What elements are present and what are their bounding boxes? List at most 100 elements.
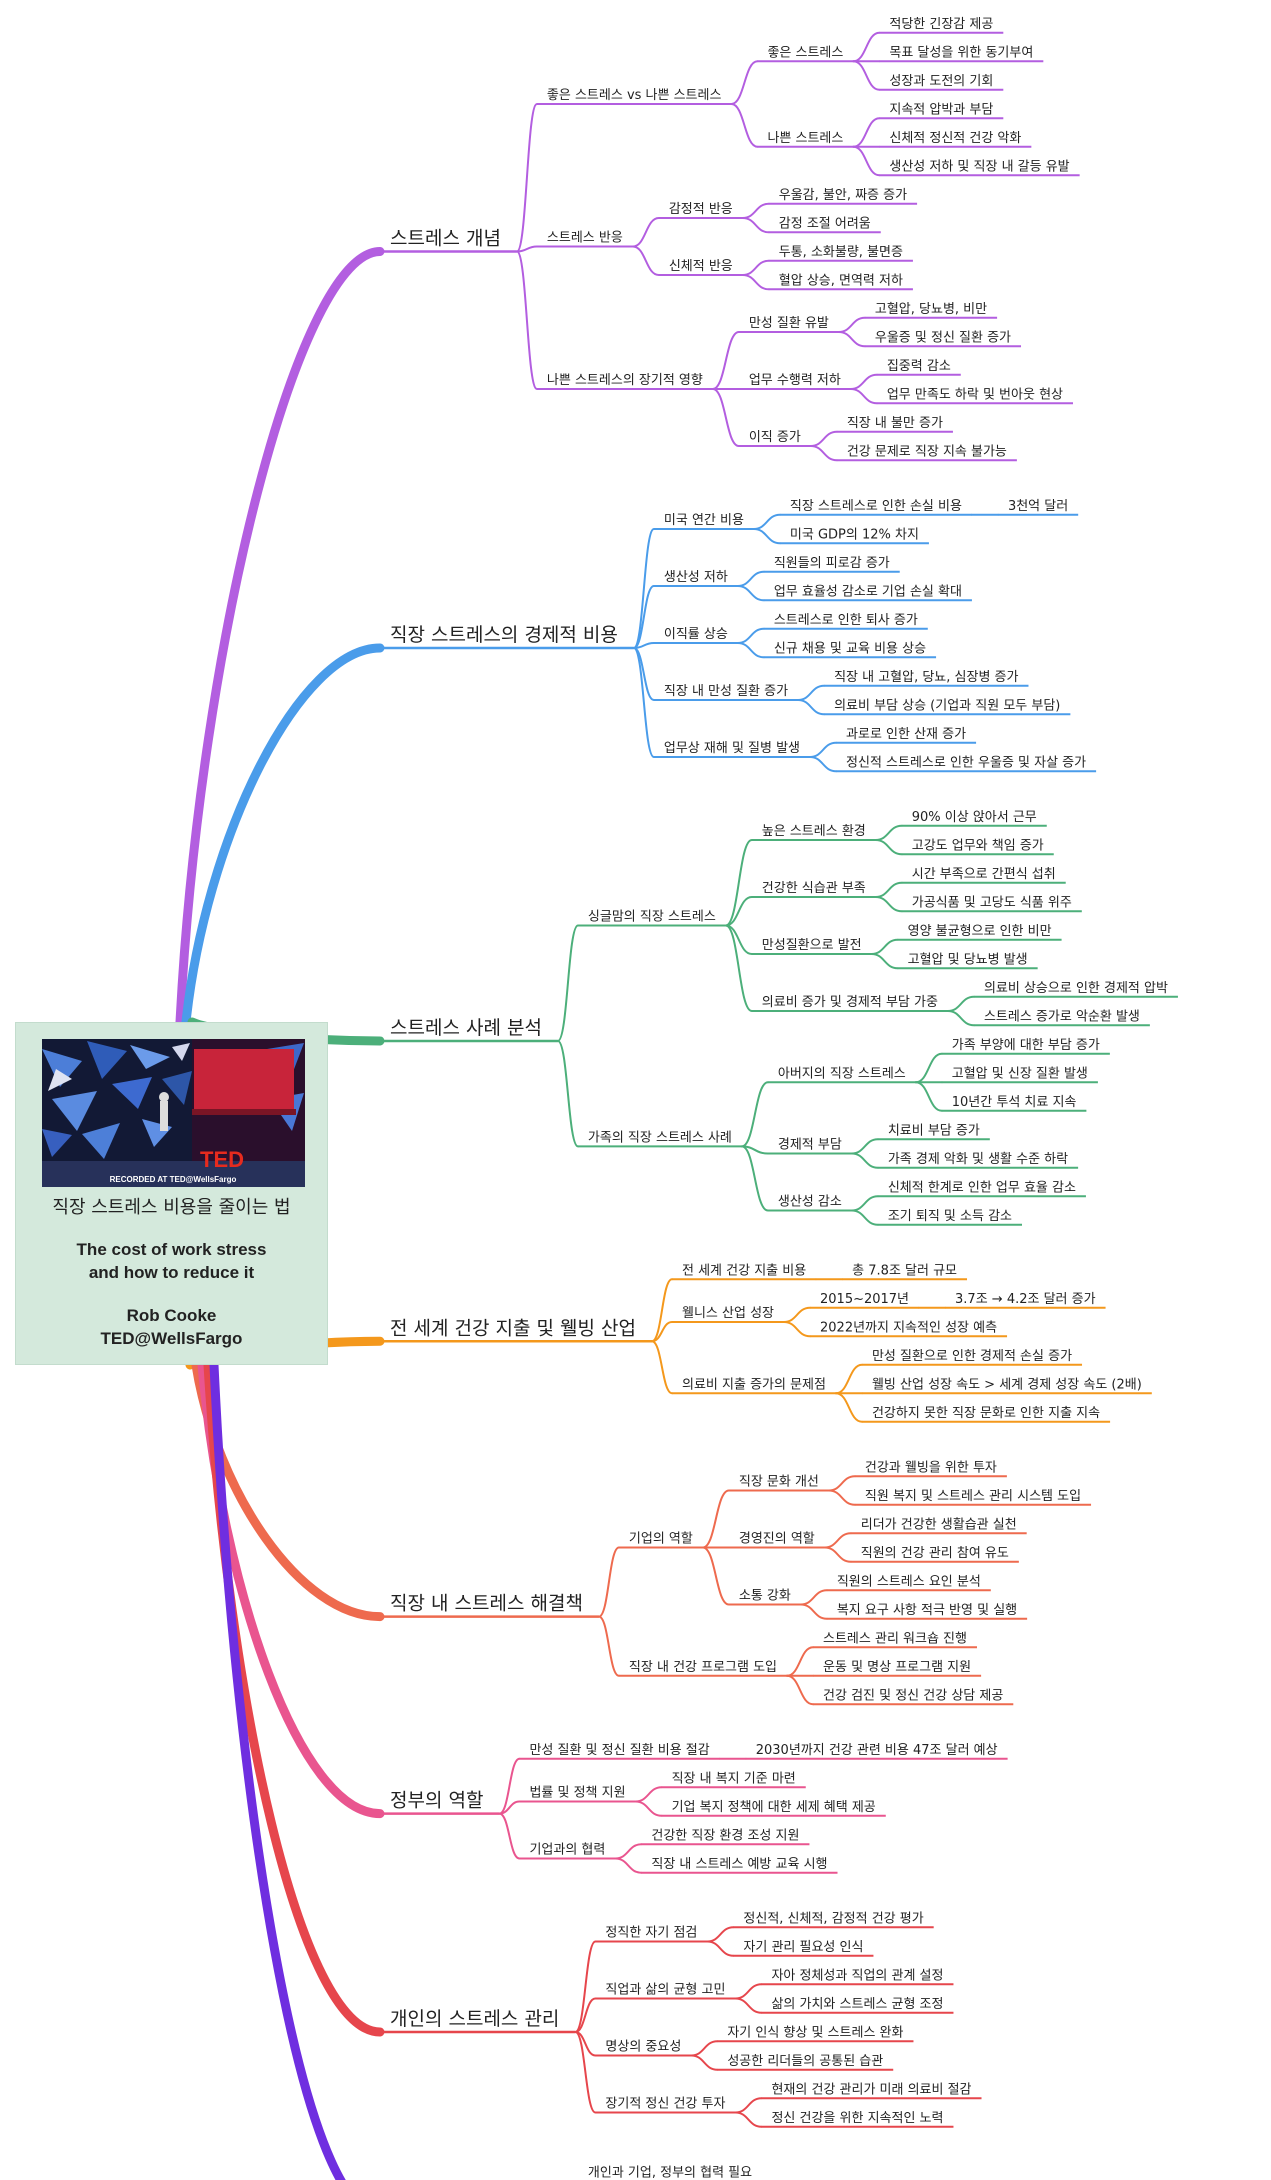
topic-label[interactable]: 건강한 식습관 부족 bbox=[762, 881, 866, 896]
topic-label[interactable]: 현재의 건강 관리가 미래 의료비 절감 bbox=[771, 2082, 971, 2097]
topic-label[interactable]: 신규 채용 및 교육 비용 상승 bbox=[774, 641, 926, 656]
topic-label[interactable]: 생산성 저하 bbox=[664, 570, 728, 585]
topic-label[interactable]: 스트레스 반응 bbox=[547, 231, 623, 246]
topic-label[interactable]: 아버지의 직장 스트레스 bbox=[778, 1066, 906, 1081]
topic-label[interactable]: 만성질환으로 발전 bbox=[762, 938, 862, 953]
topic-label[interactable]: 우울증 및 정신 질환 증가 bbox=[875, 330, 1011, 345]
topic-label[interactable]: 생산성 저하 및 직장 내 갈등 유발 bbox=[889, 159, 1069, 174]
topic-label[interactable]: 두통, 소화불량, 불면증 bbox=[779, 245, 903, 260]
topic-label[interactable]: 우울감, 불안, 짜증 증가 bbox=[779, 188, 907, 203]
topic-label[interactable]: 자기 인식 향상 및 스트레스 완화 bbox=[727, 2025, 903, 2040]
topic-label[interactable]: 전 세계 건강 지출 비용 bbox=[682, 1263, 806, 1278]
topic-label[interactable]: 기업의 역할 bbox=[629, 1532, 693, 1547]
topic-label[interactable]: 2022년까지 지속적인 성장 예측 bbox=[820, 1320, 997, 1335]
topic-label[interactable]: 고혈압 및 신장 질환 발생 bbox=[952, 1066, 1088, 1081]
topic-label[interactable]: 복지 요구 사항 적극 반영 및 실행 bbox=[837, 1602, 1017, 1618]
topic-label[interactable]: 정신적 스트레스로 인한 우울증 및 자살 증가 bbox=[846, 755, 1086, 770]
topic-label[interactable]: 만성 질환으로 인한 경제적 손실 증가 bbox=[872, 1349, 1072, 1364]
topic-label[interactable]: 기업과의 협력 bbox=[529, 1843, 605, 1858]
topic-label[interactable]: 직원의 건강 관리 참여 유도 bbox=[861, 1546, 1009, 1561]
topic-label[interactable]: 직장 내 만성 질환 증가 bbox=[664, 684, 788, 699]
topic-label[interactable]: 건강하지 못한 직장 문화로 인한 지출 지속 bbox=[872, 1406, 1100, 1421]
topic-label[interactable]: 2030년까지 건강 관련 비용 47조 달러 예상 bbox=[756, 1743, 998, 1758]
topic-label[interactable]: 리더가 건강한 생활습관 실천 bbox=[861, 1517, 1017, 1532]
topic-label[interactable]: 자아 정체성과 직업의 관계 설정 bbox=[771, 1968, 943, 1983]
topic-label[interactable]: 개인과 기업, 정부의 협력 필요 bbox=[588, 2165, 752, 2180]
topic-label[interactable]: 좋은 스트레스 vs 나쁜 스트레스 bbox=[547, 88, 722, 103]
topic-label[interactable]: 정직한 자기 점검 bbox=[605, 1926, 697, 1941]
topic-label[interactable]: 2015~2017년 bbox=[820, 1292, 909, 1307]
topic-label[interactable]: 의료비 부담 상승 (기업과 직원 모두 부담) bbox=[834, 698, 1060, 713]
topic-label[interactable]: 이직률 상승 bbox=[664, 627, 728, 642]
topic-label[interactable]: 법률 및 정책 지원 bbox=[529, 1786, 625, 1801]
topic-label[interactable]: 직원들의 피로감 증가 bbox=[774, 556, 890, 571]
topic-label[interactable]: 기업 복지 정책에 대한 세제 혜택 제공 bbox=[672, 1800, 876, 1815]
topic-label[interactable]: 3천억 달러 bbox=[1008, 499, 1068, 514]
topic-label[interactable]: 스트레스로 인한 퇴사 증가 bbox=[774, 613, 918, 628]
topic-label[interactable]: 시간 부족으로 간편식 섭취 bbox=[912, 867, 1056, 882]
topic-label[interactable]: 만성 질환 유발 bbox=[749, 316, 829, 331]
topic-label[interactable]: 싱글맘의 직장 스트레스 bbox=[588, 910, 716, 925]
topic-label[interactable]: 신체적 정신적 건강 악화 bbox=[889, 131, 1021, 146]
topic-label[interactable]: 나쁜 스트레스의 장기적 영향 bbox=[547, 373, 703, 388]
topic-label[interactable]: 지속적 압박과 부담 bbox=[889, 102, 993, 117]
topic-label[interactable]: 운동 및 명상 프로그램 지원 bbox=[823, 1660, 971, 1675]
topic-label[interactable]: 경영진의 역할 bbox=[739, 1532, 815, 1547]
topic-label[interactable]: 삶의 가치와 스트레스 균형 조정 bbox=[771, 1997, 943, 2012]
topic-label[interactable]: 고혈압, 당뇨병, 비만 bbox=[875, 302, 987, 317]
topic-label[interactable]: 스트레스 관리 워크숍 진행 bbox=[823, 1630, 967, 1646]
topic-label[interactable]: 직원 복지 및 스트레스 관리 시스템 도입 bbox=[865, 1489, 1081, 1504]
topic-label[interactable]: 업무 만족도 하락 및 번아웃 현상 bbox=[887, 387, 1063, 402]
topic-label[interactable]: 영양 불균형으로 인한 비만 bbox=[908, 924, 1052, 939]
topic-label[interactable]: 고혈압 및 당뇨병 발생 bbox=[908, 952, 1028, 967]
topic-label[interactable]: 미국 연간 비용 bbox=[664, 513, 744, 528]
topic-label[interactable]: 적당한 긴장감 제공 bbox=[889, 17, 993, 32]
topic-label[interactable]: 업무상 재해 및 질병 발생 bbox=[664, 741, 800, 756]
topic-label[interactable]: 건강과 웰빙을 위한 투자 bbox=[865, 1460, 997, 1475]
topic-label[interactable]: 웰니스 산업 성장 bbox=[682, 1306, 774, 1321]
main-branch-label[interactable]: 직장 스트레스의 경제적 비용 bbox=[390, 624, 618, 646]
topic-label[interactable]: 높은 스트레스 환경 bbox=[762, 824, 866, 839]
main-branch-label[interactable]: 직장 내 스트레스 해결책 bbox=[390, 1593, 583, 1615]
topic-label[interactable]: 만성 질환 및 정신 질환 비용 절감 bbox=[529, 1743, 709, 1758]
topic-label[interactable]: 집중력 감소 bbox=[887, 359, 951, 374]
topic-label[interactable]: 웰빙 산업 성장 속도 > 세계 경제 성장 속도 (2배) bbox=[872, 1377, 1142, 1392]
topic-label[interactable]: 직업과 삶의 균형 고민 bbox=[605, 1983, 725, 1998]
topic-label[interactable]: 총 7.8조 달러 규모 bbox=[852, 1263, 957, 1278]
topic-label[interactable]: 명상의 중요성 bbox=[605, 2040, 681, 2055]
topic-label[interactable]: 이직 증가 bbox=[749, 430, 801, 445]
topic-label[interactable]: 의료비 상승으로 인한 경제적 압박 bbox=[984, 981, 1168, 996]
topic-label[interactable]: 가족 부양에 대한 부담 증가 bbox=[952, 1038, 1100, 1053]
topic-label[interactable]: 신체적 반응 bbox=[669, 259, 733, 274]
topic-label[interactable]: 스트레스 증가로 악순환 발생 bbox=[984, 1009, 1140, 1024]
topic-label[interactable]: 혈압 상승, 면역력 저하 bbox=[779, 273, 903, 288]
topic-label[interactable]: 업무 수행력 저하 bbox=[749, 372, 841, 388]
topic-label[interactable]: 장기적 정신 건강 투자 bbox=[605, 2097, 725, 2112]
main-branch-label[interactable]: 정부의 역할 bbox=[390, 1790, 483, 1812]
topic-label[interactable]: 직장 내 스트레스 예방 교육 시행 bbox=[651, 1856, 827, 1872]
topic-label[interactable]: 건강 검진 및 정신 건강 상담 제공 bbox=[823, 1688, 1003, 1703]
topic-label[interactable]: 신체적 한계로 인한 업무 효율 감소 bbox=[888, 1180, 1076, 1195]
topic-label[interactable]: 직장 내 고혈압, 당뇨, 심장병 증가 bbox=[834, 670, 1018, 685]
topic-label[interactable]: 90% 이상 앉아서 근무 bbox=[912, 810, 1037, 825]
topic-label[interactable]: 소통 강화 bbox=[739, 1589, 791, 1604]
topic-label[interactable]: 직원의 스트레스 요인 분석 bbox=[837, 1574, 981, 1589]
topic-label[interactable]: 정신적, 신체적, 감정적 건강 평가 bbox=[743, 1911, 923, 1926]
topic-label[interactable]: 감정 조절 어려움 bbox=[779, 216, 871, 231]
central-topic[interactable]: TED RECORDED AT TED@WellsFargo 직장 스트레스 비… bbox=[15, 1022, 328, 1365]
topic-label[interactable]: 경제적 부담 bbox=[778, 1138, 842, 1153]
topic-label[interactable]: 직장 스트레스로 인한 손실 비용 bbox=[790, 499, 962, 514]
topic-label[interactable]: 의료비 증가 및 경제적 부담 가중 bbox=[762, 995, 938, 1010]
topic-label[interactable]: 직장 내 복지 기준 마련 bbox=[672, 1771, 796, 1786]
topic-label[interactable]: 좋은 스트레스 bbox=[767, 45, 843, 60]
topic-label[interactable]: 가족 경제 악화 및 생활 수준 하락 bbox=[888, 1152, 1068, 1167]
topic-label[interactable]: 조기 퇴직 및 소득 감소 bbox=[888, 1209, 1012, 1224]
topic-label[interactable]: 자기 관리 필요성 인식 bbox=[743, 1940, 863, 1955]
topic-label[interactable]: 감정적 반응 bbox=[669, 202, 733, 217]
topic-label[interactable]: 미국 GDP의 12% 차지 bbox=[790, 527, 919, 542]
topic-label[interactable]: 가공식품 및 고당도 식품 위주 bbox=[912, 895, 1072, 910]
topic-label[interactable]: 10년간 투석 치료 지속 bbox=[952, 1095, 1077, 1110]
topic-label[interactable]: 업무 효율성 감소로 기업 손실 확대 bbox=[774, 584, 962, 599]
topic-label[interactable]: 성공한 리더들의 공통된 습관 bbox=[727, 2054, 883, 2069]
topic-label[interactable]: 의료비 지출 증가의 문제점 bbox=[682, 1377, 826, 1392]
